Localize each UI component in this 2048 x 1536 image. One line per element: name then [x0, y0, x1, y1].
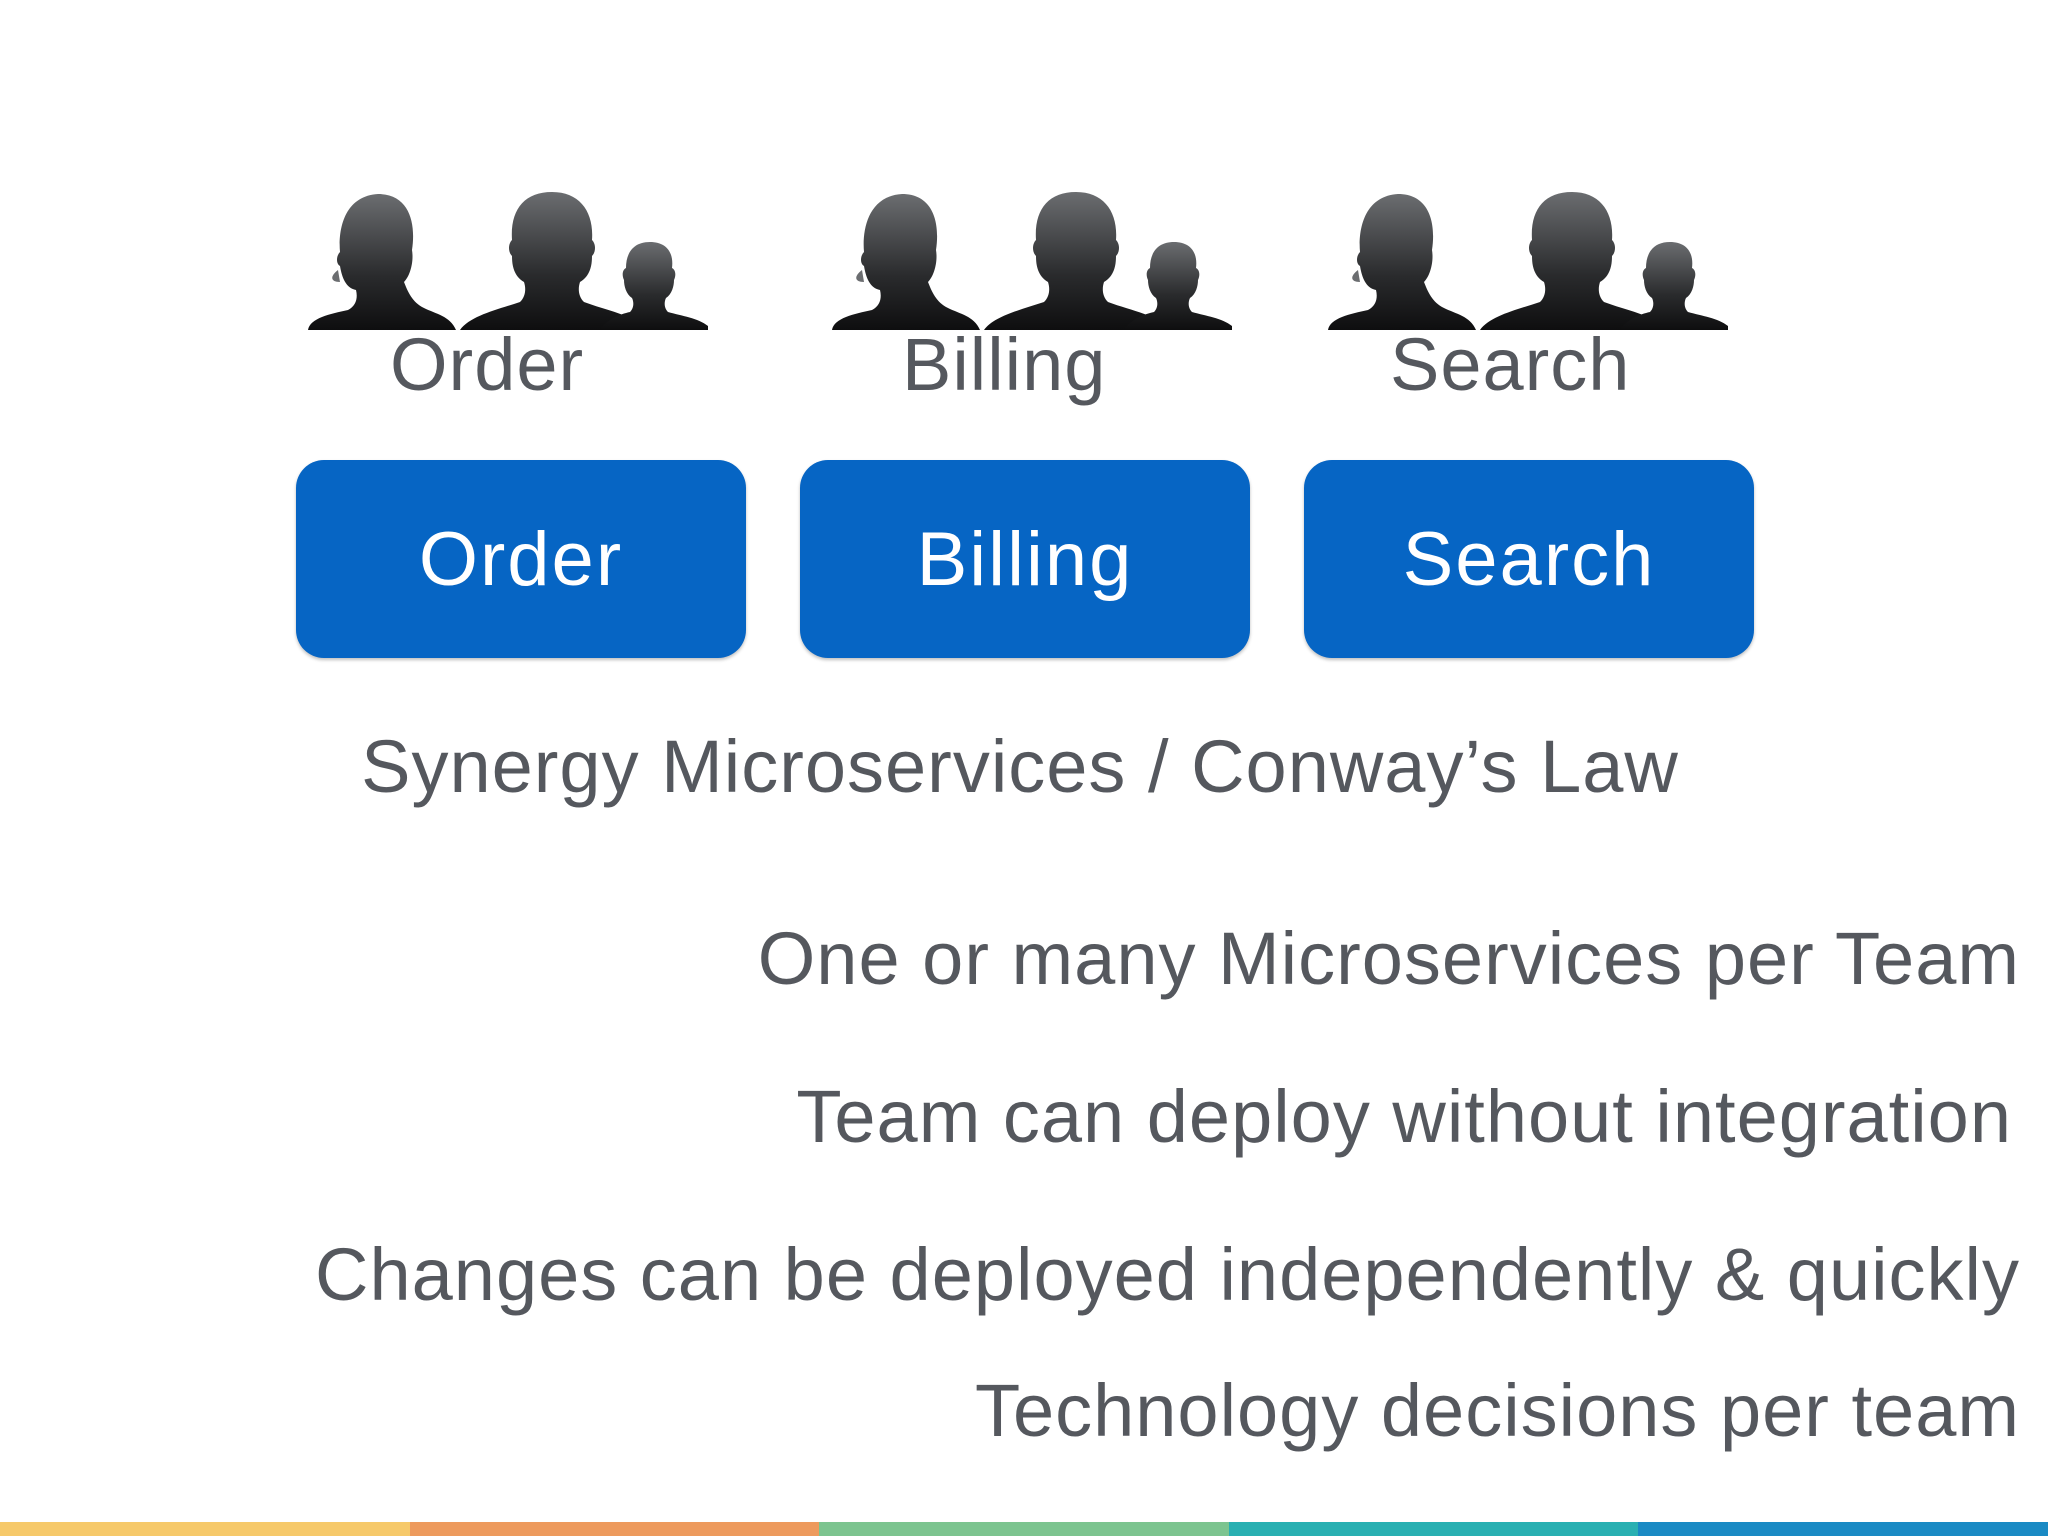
people-group-icon: [1328, 192, 1728, 330]
stripe-segment: [1228, 1522, 1639, 1536]
service-box-order: Order: [296, 460, 746, 658]
team-order: Order: [300, 190, 720, 420]
team-label-order: Order: [390, 323, 585, 406]
service-label-order: Order: [418, 516, 624, 602]
bottom-color-stripe: [0, 1522, 2048, 1536]
bullet-line: One or many Microservices per Team: [757, 917, 2020, 1000]
service-label-search: Search: [1402, 516, 1656, 602]
stripe-segment: [409, 1522, 820, 1536]
people-group-icon: [308, 192, 708, 330]
bullet-line: Technology decisions per team: [974, 1369, 2020, 1452]
slide-subtitle: Synergy Microservices / Conway’s Law: [361, 725, 1679, 808]
service-box-search: Search: [1304, 460, 1754, 658]
stripe-segment: [0, 1522, 410, 1536]
team-label-search: Search: [1390, 323, 1631, 406]
stripe-segment: [819, 1522, 1229, 1536]
team-billing: Billing: [824, 190, 1244, 420]
service-label-billing: Billing: [916, 516, 1134, 602]
team-label-billing: Billing: [902, 323, 1107, 406]
bullet-line: Team can deploy without integration: [796, 1075, 2012, 1158]
team-search: Search: [1320, 190, 1740, 420]
stripe-segment: [1638, 1522, 2048, 1536]
people-group-icon: [832, 192, 1232, 330]
service-box-billing: Billing: [800, 460, 1250, 658]
bullet-line: Changes can be deployed independently & …: [315, 1233, 2020, 1316]
